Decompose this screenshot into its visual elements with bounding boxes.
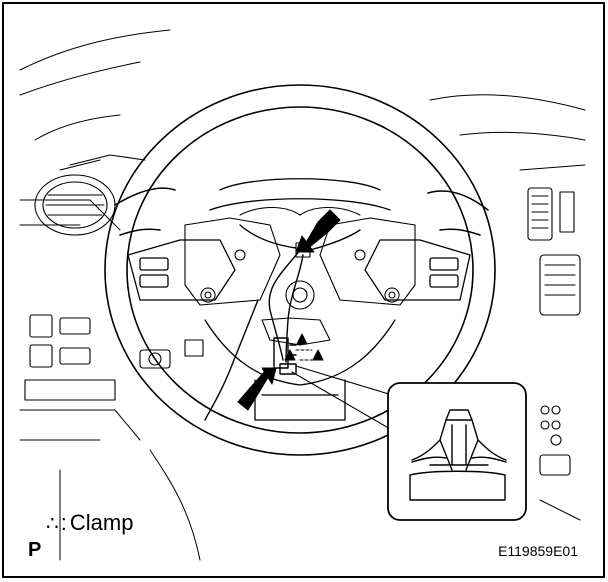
wire-harness [204,224,361,421]
steering-wheel-rim [104,84,496,456]
clamp-detail-inset [387,382,527,521]
left-switch-panel [24,314,204,401]
detail-leader-lines [291,365,393,431]
pointer-arrow-icon-lower [237,367,277,411]
figure-code: E119859E01 [498,543,578,559]
steering-wheel-spokes [127,178,471,421]
clamp-detail-drawing [409,409,507,501]
pointer-arrow-icon [295,209,341,253]
clamp-symbol-icon [284,333,324,361]
clamp-legend-symbol-icon: ∴ [46,512,59,535]
clamp-legend: ∴:Clamp [46,510,133,536]
left-air-vent [34,154,146,236]
view-mark: P [28,539,42,561]
right-air-vent [527,187,581,476]
legend-separator: : [60,510,67,535]
steering-hub-internals [184,207,416,346]
clamp-dashed-markers [295,349,315,361]
legend-label: Clamp [69,510,134,535]
